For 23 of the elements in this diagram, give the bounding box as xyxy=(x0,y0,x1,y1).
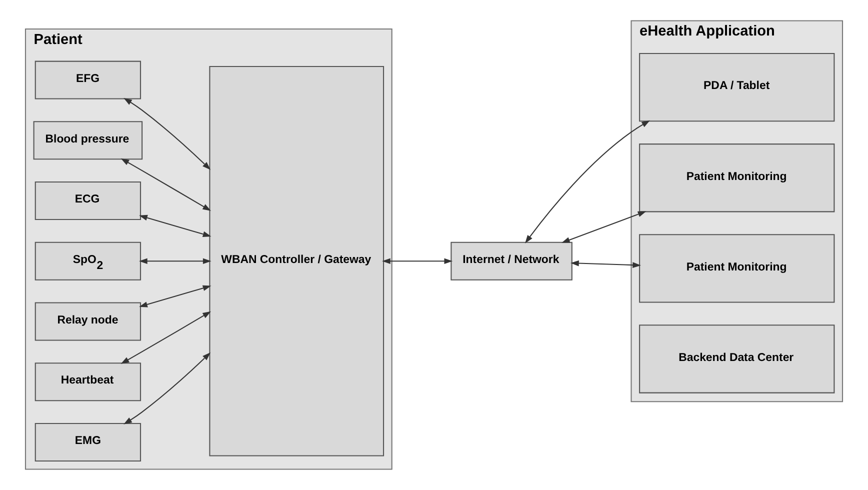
node-box: ECG xyxy=(34,182,142,220)
node-box: Blood pressure xyxy=(33,121,143,160)
node-box: Heartbeat xyxy=(34,362,142,402)
node-box: PDA / Tablet xyxy=(639,52,835,122)
node-box: Internet / Network xyxy=(450,242,572,280)
arrow xyxy=(124,98,211,170)
node-box: Patient Monitoring xyxy=(639,144,835,212)
arrow xyxy=(562,211,646,243)
node-box: EMG xyxy=(34,422,142,462)
arrow xyxy=(570,260,641,268)
arrow xyxy=(382,258,453,264)
arrow xyxy=(525,120,650,244)
arrow xyxy=(120,158,211,211)
arrow xyxy=(124,352,211,424)
arrow xyxy=(139,285,212,308)
node-box: Relay node xyxy=(34,302,142,341)
arrow xyxy=(139,214,212,237)
arrow xyxy=(120,311,211,364)
arrow xyxy=(139,258,212,264)
node-box: Backend Data Center xyxy=(639,324,835,394)
node-box: WBAN Controller / Gateway xyxy=(209,66,384,456)
node-box: Patient Monitoring xyxy=(639,234,835,303)
node-box: EFG xyxy=(34,60,142,100)
